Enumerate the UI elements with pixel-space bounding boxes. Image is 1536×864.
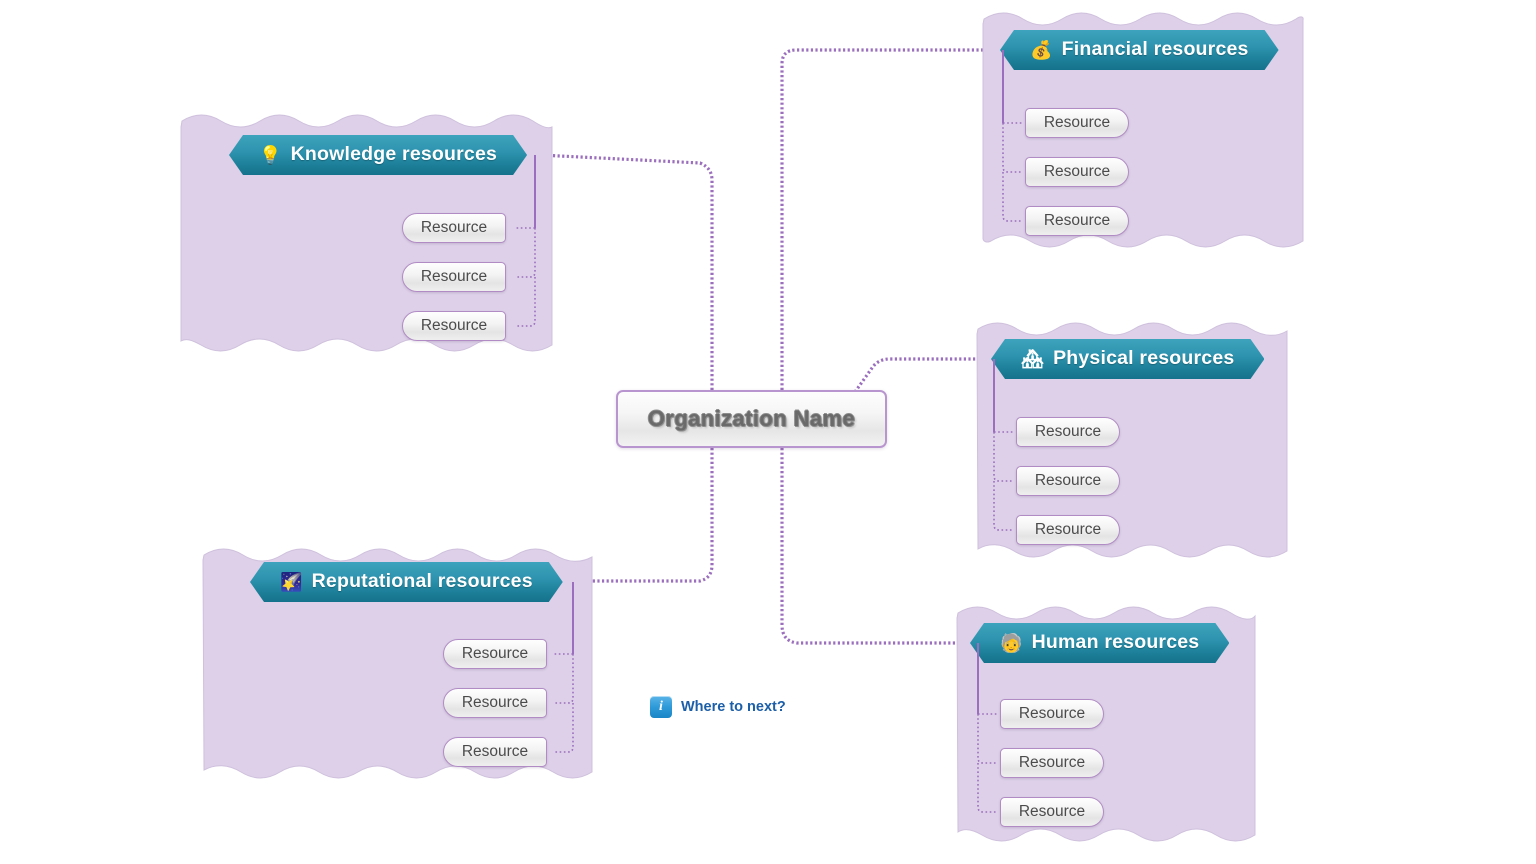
resource-pill[interactable]: Resource <box>402 262 506 292</box>
resource-pill[interactable]: Resource <box>443 688 547 718</box>
branch-header-knowledge[interactable]: 💡 Knowledge resources <box>229 135 527 175</box>
resource-pill[interactable]: Resource <box>1025 108 1129 138</box>
branch-title: Physical resources <box>1053 347 1235 370</box>
resource-pill[interactable]: Resource <box>1016 417 1120 447</box>
lightbulb-icon: 💡 <box>259 145 282 165</box>
resource-pill[interactable]: Resource <box>1000 699 1104 729</box>
branch-physical[interactable]: 🏘 Physical resources Resource Resource R… <box>972 320 1292 565</box>
branch-title: Reputational resources <box>311 570 533 593</box>
resource-pill[interactable]: Resource <box>1025 206 1129 236</box>
branch-background-financial <box>982 12 1304 248</box>
central-node[interactable]: Organization Name <box>616 390 887 448</box>
shooting-star-icon: 🌠 <box>280 572 303 592</box>
resource-pill[interactable]: Resource <box>402 311 506 341</box>
branch-financial[interactable]: 💰 Financial resources Resource Resource … <box>978 10 1308 255</box>
older-person-icon: 🧓 <box>1000 633 1023 653</box>
resource-pill[interactable]: Resource <box>1016 466 1120 496</box>
branch-header-financial[interactable]: 💰 Financial resources <box>1000 30 1279 70</box>
connector-knowledge <box>539 153 714 390</box>
resource-pill[interactable]: Resource <box>1000 748 1104 778</box>
resource-pill[interactable]: Resource <box>443 737 547 767</box>
branch-subconnectors-knowledge <box>515 155 536 327</box>
resource-pill[interactable]: Resource <box>402 213 506 243</box>
branch-subconnectors-financial <box>1002 50 1023 222</box>
branch-title: Financial resources <box>1061 38 1249 61</box>
branch-subconnectors-reputational <box>554 582 574 753</box>
branch-reputational[interactable]: 🌠 Reputational resources Resource Resour… <box>198 546 598 786</box>
branch-human[interactable]: 🧓 Human resources Resource Resource Reso… <box>952 604 1260 849</box>
branch-background-physical <box>976 322 1288 558</box>
branch-header-reputational[interactable]: 🌠 Reputational resources <box>250 562 563 602</box>
branch-background-reputational <box>202 548 593 779</box>
resource-pill[interactable]: Resource <box>443 639 547 669</box>
branch-header-physical[interactable]: 🏘 Physical resources <box>991 339 1264 379</box>
where-to-next-label: Where to next? <box>681 699 786 715</box>
resource-pill[interactable]: Resource <box>1000 797 1104 827</box>
where-to-next-note[interactable]: i Where to next? <box>650 696 786 718</box>
branch-subconnectors-physical <box>993 359 1014 531</box>
branch-header-human[interactable]: 🧓 Human resources <box>970 623 1229 663</box>
branch-title: Human resources <box>1031 631 1200 654</box>
branch-background-human <box>956 606 1256 842</box>
resource-pill[interactable]: Resource <box>1016 515 1120 545</box>
houses-icon: 🏘 <box>1021 349 1045 369</box>
info-icon: i <box>650 696 672 718</box>
branch-subconnectors-human <box>977 643 998 813</box>
connector-reputational <box>585 448 714 583</box>
branch-title: Knowledge resources <box>290 143 498 166</box>
connector-human <box>780 448 958 645</box>
resource-pill[interactable]: Resource <box>1025 157 1129 187</box>
branch-knowledge[interactable]: 💡 Knowledge resources Resource Resource … <box>176 112 556 360</box>
central-node-label: Organization Name <box>647 406 856 431</box>
connector-financial <box>780 48 1000 390</box>
money-bag-icon: 💰 <box>1030 40 1053 60</box>
